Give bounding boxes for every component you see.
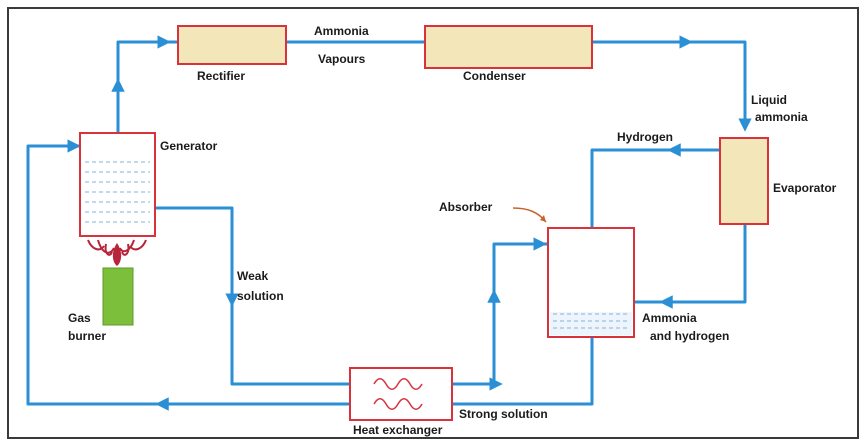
label-burner: burner xyxy=(68,329,106,343)
absorber-vessel xyxy=(547,227,635,338)
generator-vessel xyxy=(79,132,156,237)
pipe-to-absorber xyxy=(452,242,548,386)
pipe-condenser-to-evaporator xyxy=(592,40,747,128)
evaporator-vessel xyxy=(719,137,769,225)
gas-burner-body xyxy=(102,267,134,326)
label-vapours: Vapours xyxy=(318,52,366,66)
pipe-hydrogen xyxy=(590,148,720,228)
label-and-hydrogen: and hydrogen xyxy=(650,329,729,343)
rectifier-vessel xyxy=(177,25,287,65)
outer-frame xyxy=(7,7,859,439)
pipe-generator-to-rectifier xyxy=(116,40,178,133)
condenser-vessel xyxy=(424,25,593,69)
label-gas: Gas xyxy=(68,311,91,325)
label-absorber: Absorber xyxy=(439,200,493,214)
label-solution: solution xyxy=(237,289,284,303)
label-generator: Generator xyxy=(160,139,218,153)
label-ammonia: Ammonia xyxy=(314,24,369,38)
heat-exchanger xyxy=(349,367,453,421)
pipe-evaporator-to-absorber xyxy=(634,224,747,304)
flame-core-icon xyxy=(112,243,122,266)
burner-flame-icon xyxy=(87,239,147,256)
absorber-pointer-head xyxy=(540,215,546,222)
label-hydrogen: Hydrogen xyxy=(617,130,673,144)
label-liquid-ammonia: ammonia xyxy=(755,110,808,124)
label-heat-exchanger: Heat exchanger xyxy=(353,423,443,437)
label-liquid: Liquid xyxy=(751,93,787,107)
label-evaporator: Evaporator xyxy=(773,181,837,195)
label-weak: Weak xyxy=(237,269,268,283)
label-ammonia-and: Ammonia xyxy=(642,311,697,325)
label-rectifier: Rectifier xyxy=(197,69,245,83)
label-condenser: Condenser xyxy=(463,69,526,83)
label-strong-solution: Strong solution xyxy=(459,407,548,421)
